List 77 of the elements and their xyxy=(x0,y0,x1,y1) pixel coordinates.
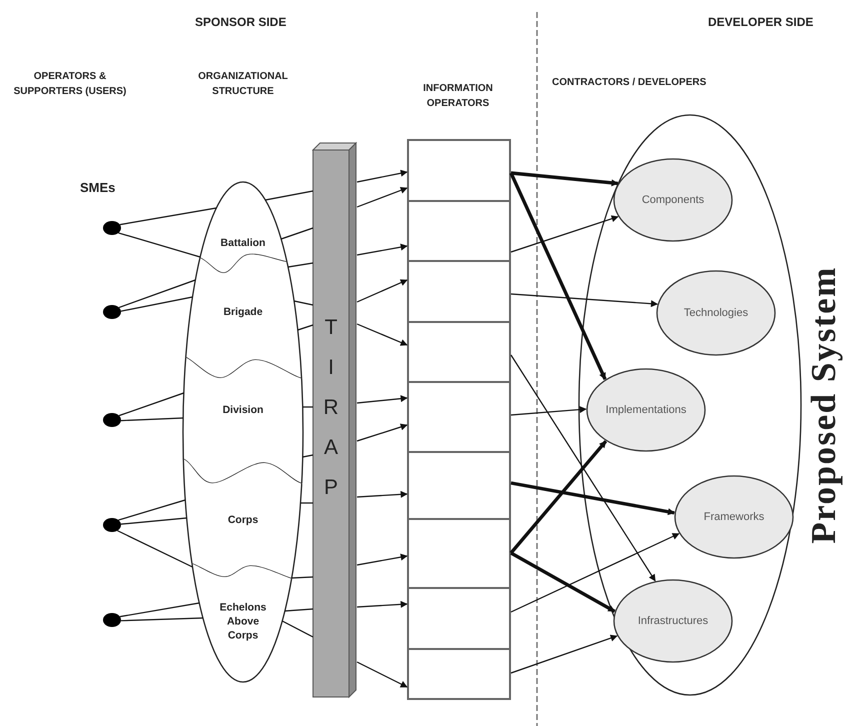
arrow xyxy=(356,244,408,256)
part-label: Components xyxy=(642,194,704,206)
connector-line xyxy=(302,454,314,458)
connector-line xyxy=(120,417,184,422)
connector-line xyxy=(284,608,314,612)
user-dot xyxy=(103,413,121,427)
connector-line xyxy=(117,530,193,568)
information-operator-box xyxy=(407,451,511,520)
connector-line xyxy=(280,227,314,240)
connector-line xyxy=(120,617,203,622)
arrow xyxy=(356,424,408,442)
connector-line xyxy=(120,296,193,312)
heading-label: SPONSOR SIDE xyxy=(195,14,286,31)
arrow xyxy=(510,293,658,308)
connector-line xyxy=(118,279,196,308)
arrow xyxy=(509,172,607,380)
arrow xyxy=(356,490,408,498)
heading-label: INFORMATION OPERATORS xyxy=(422,82,494,110)
connector-line xyxy=(288,262,314,268)
connector-line xyxy=(294,300,314,306)
connector-line xyxy=(120,207,216,226)
connector-line xyxy=(300,502,313,504)
information-operator-box xyxy=(407,260,511,323)
arrow xyxy=(510,533,680,613)
arrow xyxy=(356,279,408,303)
connector-line xyxy=(118,499,186,521)
arrow xyxy=(510,406,587,416)
information-operator-box xyxy=(407,139,511,202)
connector-line xyxy=(120,517,187,525)
information-operator-box xyxy=(407,648,511,700)
connector-line xyxy=(118,392,184,416)
heading-label: CONTRACTORS / DEVELOPERS xyxy=(552,76,706,90)
connector-line xyxy=(302,406,313,408)
user-dot xyxy=(103,305,121,319)
level-label: Brigade xyxy=(223,304,263,320)
arrow xyxy=(510,552,616,613)
connector-line xyxy=(118,232,200,258)
arrow xyxy=(356,554,408,566)
level-label: Division xyxy=(222,402,264,418)
arrow xyxy=(510,354,656,582)
arrow xyxy=(356,186,408,208)
heading-label: ORGANIZATIONAL STRUCTURE xyxy=(197,70,289,98)
level-label: Echelons Above Corps xyxy=(218,600,268,644)
information-operator-box xyxy=(407,381,511,453)
group-label: SMEs xyxy=(80,180,116,195)
connector-line xyxy=(120,602,200,618)
system-title: Proposed System xyxy=(804,266,844,544)
arrow xyxy=(356,661,408,688)
arrow xyxy=(510,481,675,516)
information-operator-box xyxy=(407,200,511,262)
connector-line xyxy=(282,620,314,638)
heading-label: OPERATORS & SUPPORTERS (USERS) xyxy=(12,70,128,98)
tirap-label: TIRAP xyxy=(323,315,339,501)
information-operator-box xyxy=(407,587,511,650)
arrow xyxy=(356,395,408,404)
information-operator-box xyxy=(407,518,511,589)
part-label: Infrastructures xyxy=(638,615,708,627)
arrow xyxy=(356,323,408,346)
information-operator-box xyxy=(407,321,511,383)
part-label: Technologies xyxy=(684,307,748,319)
arrow xyxy=(510,215,619,253)
user-dot xyxy=(103,518,121,532)
level-label: Battalion xyxy=(220,236,266,250)
arrow xyxy=(356,170,408,183)
connector-line xyxy=(292,576,314,579)
user-dot xyxy=(103,613,121,627)
part-label: Implementations xyxy=(606,404,686,416)
level-label: Corps xyxy=(228,512,258,528)
arrow xyxy=(356,600,408,608)
heading-label: DEVELOPER SIDE xyxy=(708,14,814,31)
connector-line xyxy=(265,190,314,201)
part-label: Frameworks xyxy=(704,511,764,523)
user-dot xyxy=(103,221,121,235)
arrow xyxy=(510,440,608,554)
arrow xyxy=(510,634,618,674)
connector-line xyxy=(298,324,314,331)
arrow xyxy=(510,171,619,186)
